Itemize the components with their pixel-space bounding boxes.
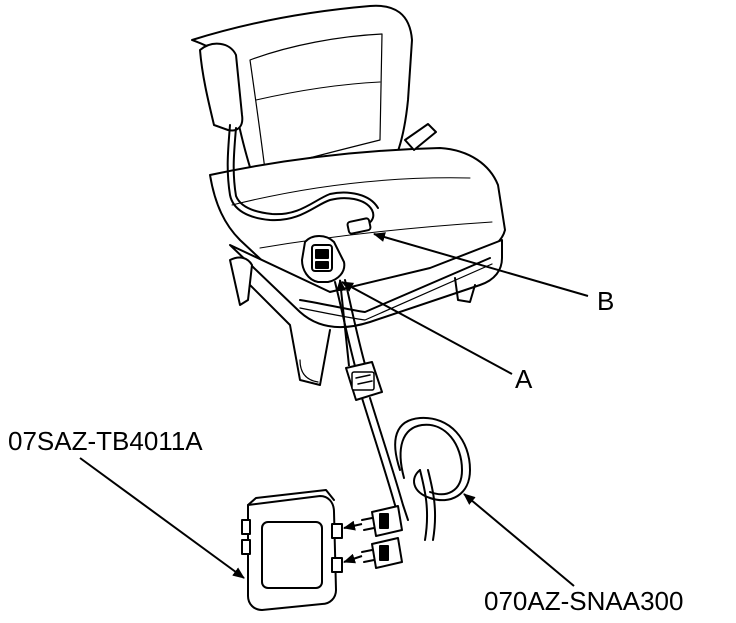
banana-plug-upper — [361, 505, 403, 537]
leader-harness — [463, 493, 575, 587]
callout-b-label: B — [597, 286, 614, 316]
plug-arrow-lower — [343, 553, 363, 564]
headrest — [199, 42, 244, 132]
leader-b — [373, 232, 589, 297]
leader-tool — [79, 457, 245, 579]
harness-connector — [345, 361, 383, 401]
banana-plug-lower — [361, 537, 403, 569]
connector-b — [346, 217, 372, 235]
tool-part-number-label: 07SAZ-TB4011A — [8, 426, 203, 456]
leader-a — [341, 281, 513, 375]
connector-a — [301, 235, 346, 283]
seat-base — [229, 239, 503, 386]
plug-arrows — [343, 520, 363, 564]
harness-part-number-label: 070AZ-SNAA300 — [484, 586, 683, 616]
callout-a-label: A — [515, 364, 533, 394]
leader-lines — [79, 232, 589, 587]
seat-wiring — [226, 124, 379, 227]
plug-arrow-upper — [343, 520, 363, 531]
recline-lever — [404, 123, 437, 151]
connect-arrow — [336, 279, 350, 367]
test-box — [241, 489, 343, 611]
